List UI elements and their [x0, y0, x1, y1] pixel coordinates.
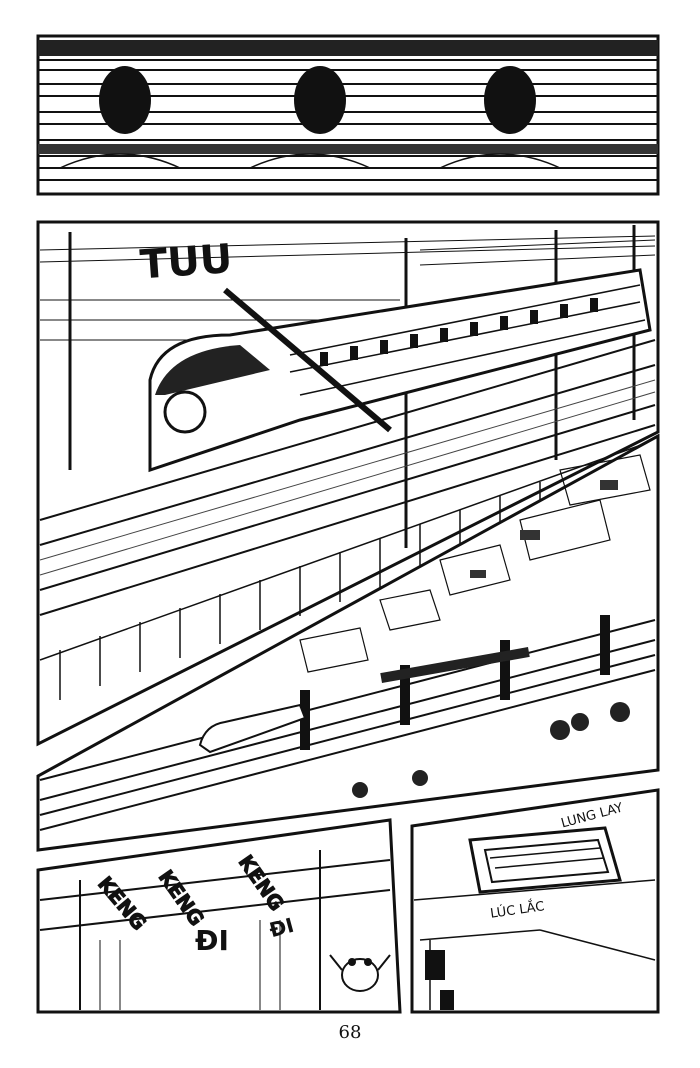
panel-2-bullet-train: TUU: [36, 220, 660, 747]
ceiling-lamp: [468, 826, 622, 894]
panel-1-train-wheels: [36, 34, 660, 196]
sfx-train-horn: TUU: [139, 236, 234, 288]
distant-bullet-train: [198, 647, 530, 754]
page-number: 68: [338, 1022, 362, 1043]
panel-5-swaying-lamp: LUNG LAY LÚC LẮC: [410, 788, 660, 1014]
panel-4-crossing-bells: KENG KENG KENG ĐI ĐI: [36, 818, 402, 1014]
sfx-bell-1: ĐI: [195, 924, 229, 957]
bullet-train: [148, 268, 652, 473]
panel-3-aerial-city: [36, 433, 660, 852]
crab-character: [329, 954, 391, 992]
